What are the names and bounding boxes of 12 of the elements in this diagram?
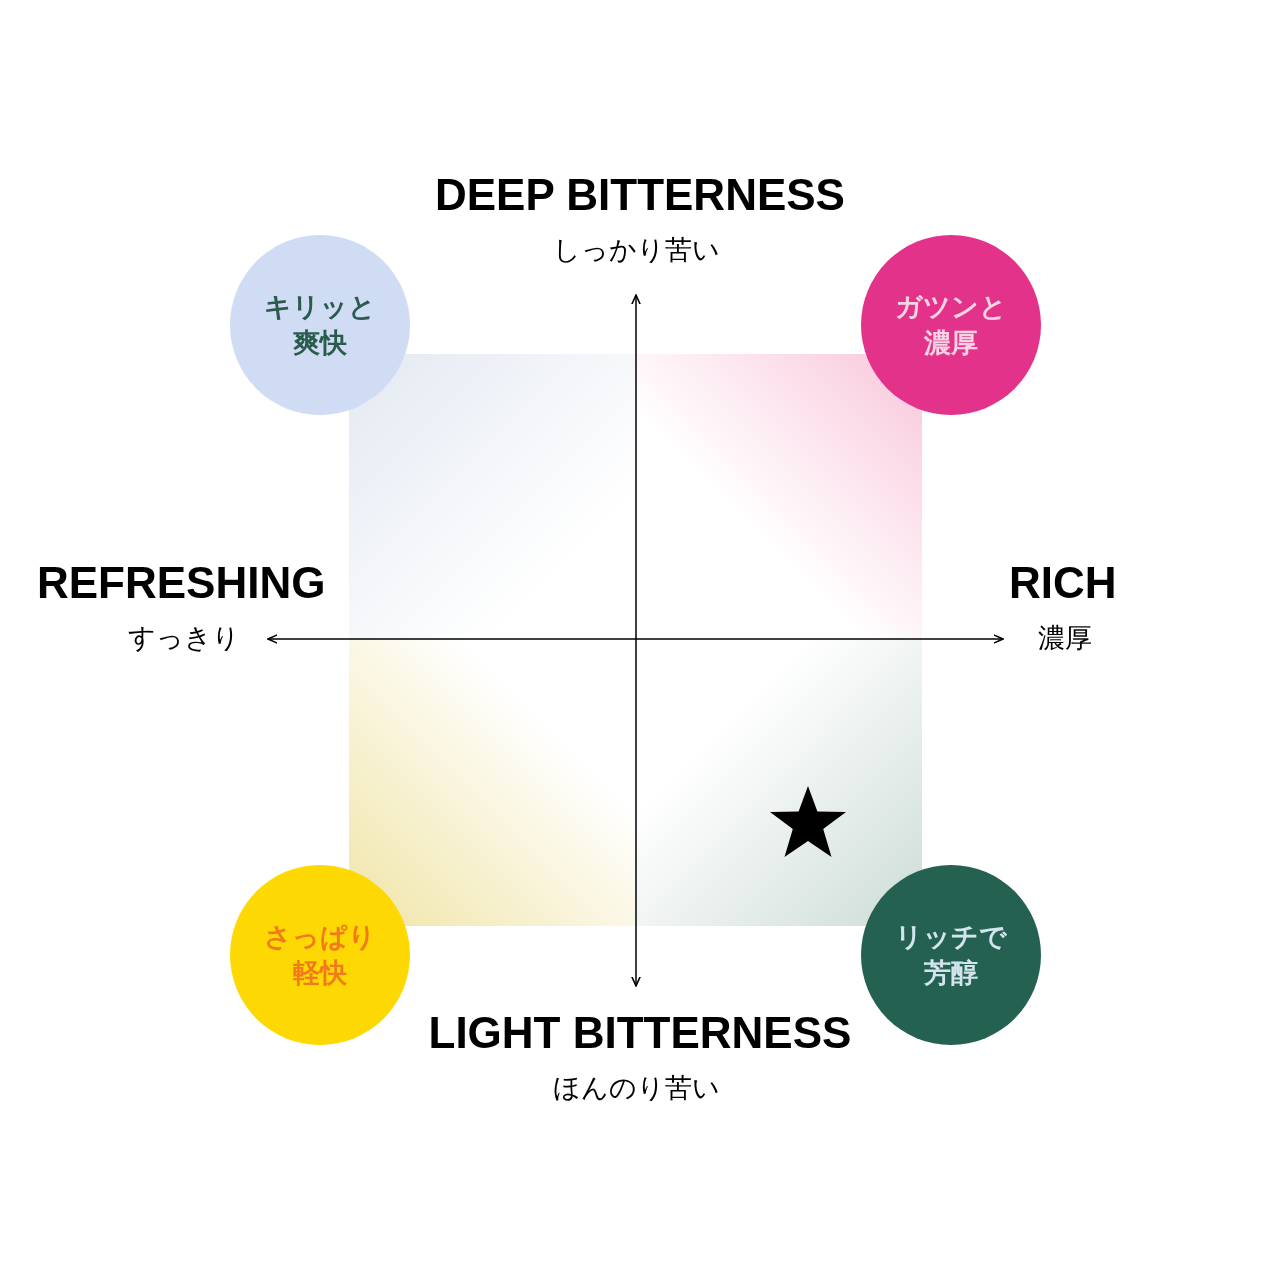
axis-sublabel: すっきり xyxy=(128,621,240,655)
axis-label: REFRESHING xyxy=(37,558,326,608)
axis-label: LIGHT BITTERNESS xyxy=(428,1008,852,1058)
flavor-circle: リッチで芳醇 xyxy=(861,865,1041,1045)
flavor-circle: さっぱり軽快 xyxy=(230,865,410,1045)
flavor-circle: キリッと爽快 xyxy=(230,235,410,415)
flavor-circle: ガツンと濃厚 xyxy=(861,235,1041,415)
axis-label: DEEP BITTERNESS xyxy=(435,170,845,220)
axis-label: RICH xyxy=(1009,558,1117,608)
axis-sublabel: ほんのり苦い xyxy=(552,1071,720,1105)
axis-sublabel: しっかり苦い xyxy=(552,233,720,267)
axis-sublabel: 濃厚 xyxy=(1038,621,1092,655)
